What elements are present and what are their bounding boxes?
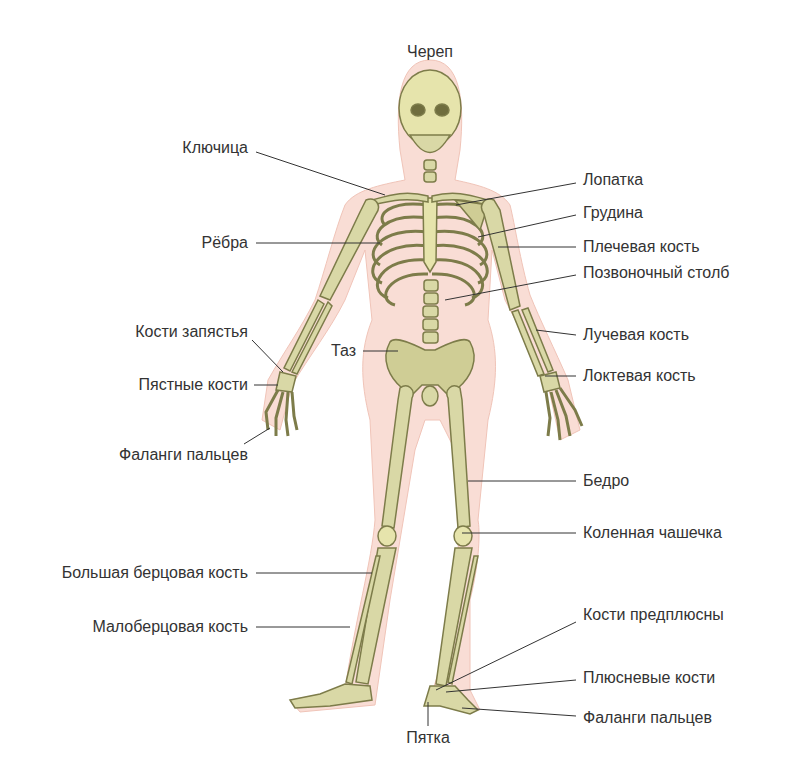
leader-line: [478, 215, 576, 237]
leader-line: [256, 243, 380, 244]
part-label: Кости запястья: [135, 322, 248, 342]
part-label: Череп: [407, 42, 453, 62]
leader-line: [456, 183, 576, 205]
leader-line: [545, 376, 576, 377]
leader-line: [254, 385, 278, 386]
leader-line: [256, 152, 385, 195]
leader-line: [256, 573, 372, 574]
leader-line: [363, 351, 398, 352]
part-label: Бедро: [583, 471, 629, 491]
part-label: Лучевая кость: [583, 325, 689, 345]
leader-line: [468, 481, 576, 482]
part-label: Позвоночный столб: [583, 263, 729, 283]
part-label: Рёбра: [201, 233, 248, 253]
part-label: Кости предплюсны: [583, 605, 724, 625]
part-label: Большая берцовая кость: [62, 563, 248, 583]
part-label: Таз: [331, 341, 356, 361]
part-label: Плечевая кость: [583, 237, 700, 257]
body-silhouette: [262, 60, 580, 712]
leader-lines: [244, 152, 576, 726]
leader-line: [462, 533, 576, 534]
part-label: Локтевая кость: [583, 366, 696, 386]
part-label: Пятка: [406, 728, 450, 748]
leader-line: [428, 702, 429, 726]
leader-line: [252, 340, 283, 372]
part-label: Коленная чашечка: [583, 523, 722, 543]
leader-line: [445, 275, 576, 300]
part-label: Лопатка: [583, 170, 643, 190]
leader-line: [244, 428, 270, 444]
leader-line: [536, 330, 576, 335]
leader-line: [436, 622, 576, 690]
part-label: Фаланги пальцев: [119, 445, 248, 465]
leader-line: [256, 627, 350, 628]
part-label: Пястные кости: [138, 375, 248, 395]
part-label: Грудина: [583, 203, 643, 223]
part-label: Малоберцовая кость: [92, 617, 248, 637]
leader-line: [446, 680, 576, 692]
leader-line: [498, 247, 576, 248]
part-label: Фаланги пальцев: [583, 708, 712, 728]
bones: [266, 70, 582, 714]
part-label: Плюсневые кости: [583, 668, 715, 688]
leader-line: [462, 708, 576, 716]
part-label: Ключица: [182, 138, 248, 158]
